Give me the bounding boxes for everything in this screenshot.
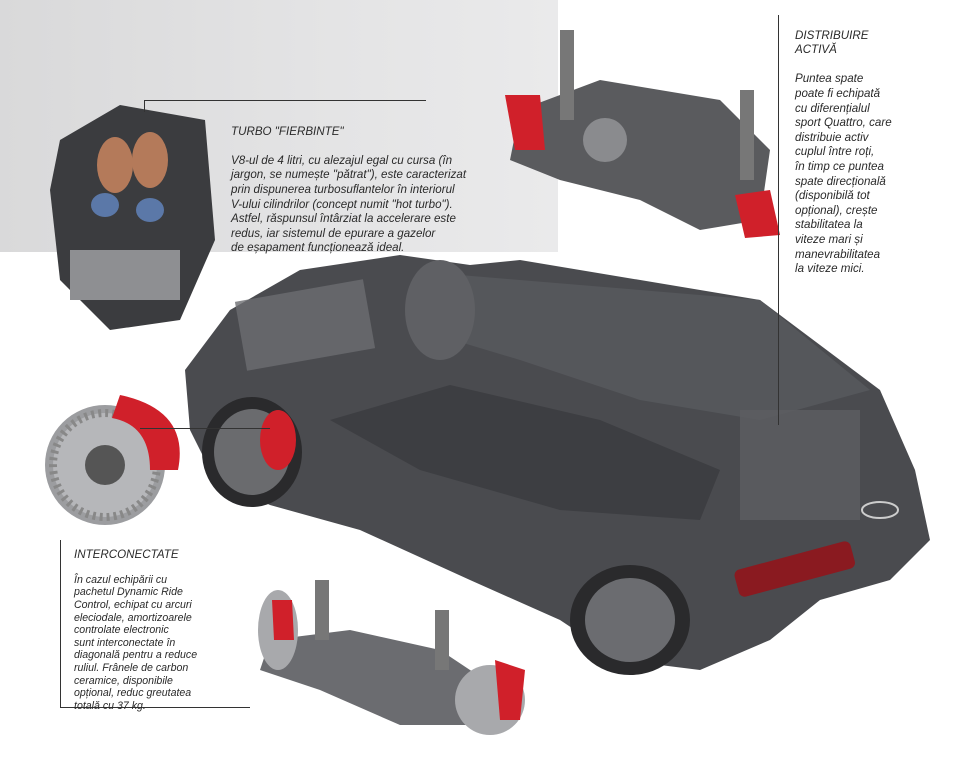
leader-line-disc — [140, 428, 270, 429]
car-illustration — [185, 255, 930, 675]
leader-line-interconectate — [60, 540, 61, 708]
rear-axle-illustration — [505, 30, 780, 238]
engine-illustration — [50, 105, 215, 330]
caption-title: DISTRIBUIRE ACTIVĂ — [795, 28, 869, 57]
leader-line-turbo — [144, 100, 145, 112]
caption-turbo: TURBO "FIERBINTE" V8-ul de 4 litri, cu a… — [231, 110, 511, 271]
brake-disc-illustration — [45, 395, 180, 525]
leader-line-distributie — [778, 15, 779, 425]
leader-line-interconectate — [60, 707, 250, 708]
caption-body: În cazul echipării cu pachetul Dynamic R… — [74, 573, 198, 712]
caption-title: INTERCONECTATE — [74, 547, 179, 561]
leader-line-turbo — [144, 100, 426, 101]
caption-title: TURBO "FIERBINTE" — [231, 124, 344, 138]
front-axle-illustration — [258, 580, 525, 735]
caption-body: V8-ul de 4 litri, cu alezajul egal cu cu… — [231, 153, 467, 255]
caption-body: Puntea spate poate fi echipată cu difere… — [795, 72, 892, 276]
caption-distributie: DISTRIBUIRE ACTIVĂ Puntea spate poate fi… — [795, 14, 935, 291]
caption-interconectate: INTERCONECTATE În cazul echipării cu pac… — [74, 536, 234, 725]
